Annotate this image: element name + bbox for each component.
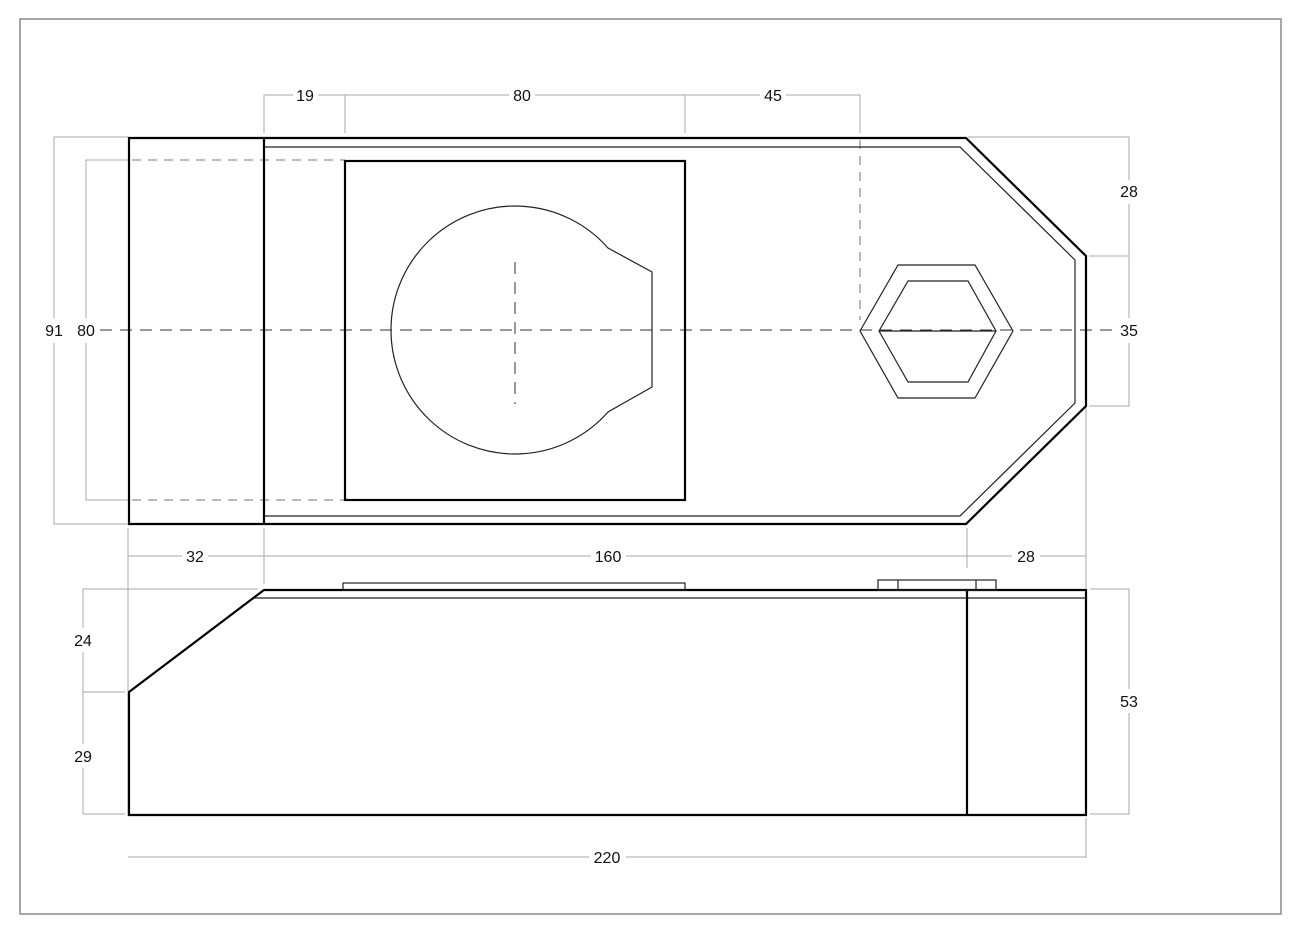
dim-label-45: 45 (764, 88, 782, 105)
nut-profile (877, 579, 997, 591)
pocket-lid-profile (342, 582, 686, 591)
dim-label-28-mid: 28 (1017, 549, 1035, 566)
dim-label-160: 160 (595, 549, 622, 566)
square-pocket (343, 159, 687, 502)
dim-label-35: 35 (1120, 323, 1138, 340)
dim-label-28-right: 28 (1120, 184, 1138, 201)
dim-label-220: 220 (594, 850, 621, 867)
top-view-outline (127, 136, 1088, 526)
side-view-outline (127, 588, 1088, 817)
round-cutout (390, 205, 653, 455)
dim-label-29: 29 (74, 749, 92, 766)
dim-label-53: 53 (1120, 694, 1138, 711)
dim-label-91: 91 (45, 323, 63, 340)
top-view-inner-offset (265, 146, 1076, 517)
dim-label-80-top: 80 (513, 88, 531, 105)
dim-label-19: 19 (296, 88, 314, 105)
top-view: 19 80 45 28 35 91 80 32 160 28 (45, 88, 1138, 816)
sheet-frame (19, 18, 1282, 915)
side-view-dimension-lines (82, 588, 1130, 858)
top-view-hidden-lines (132, 140, 861, 501)
dim-label-24: 24 (74, 633, 92, 650)
hex-nut-outer (859, 264, 1014, 399)
side-view: 24 29 53 220 (74, 579, 1138, 867)
dim-label-80-left: 80 (77, 323, 95, 340)
dim-label-32: 32 (186, 549, 204, 566)
